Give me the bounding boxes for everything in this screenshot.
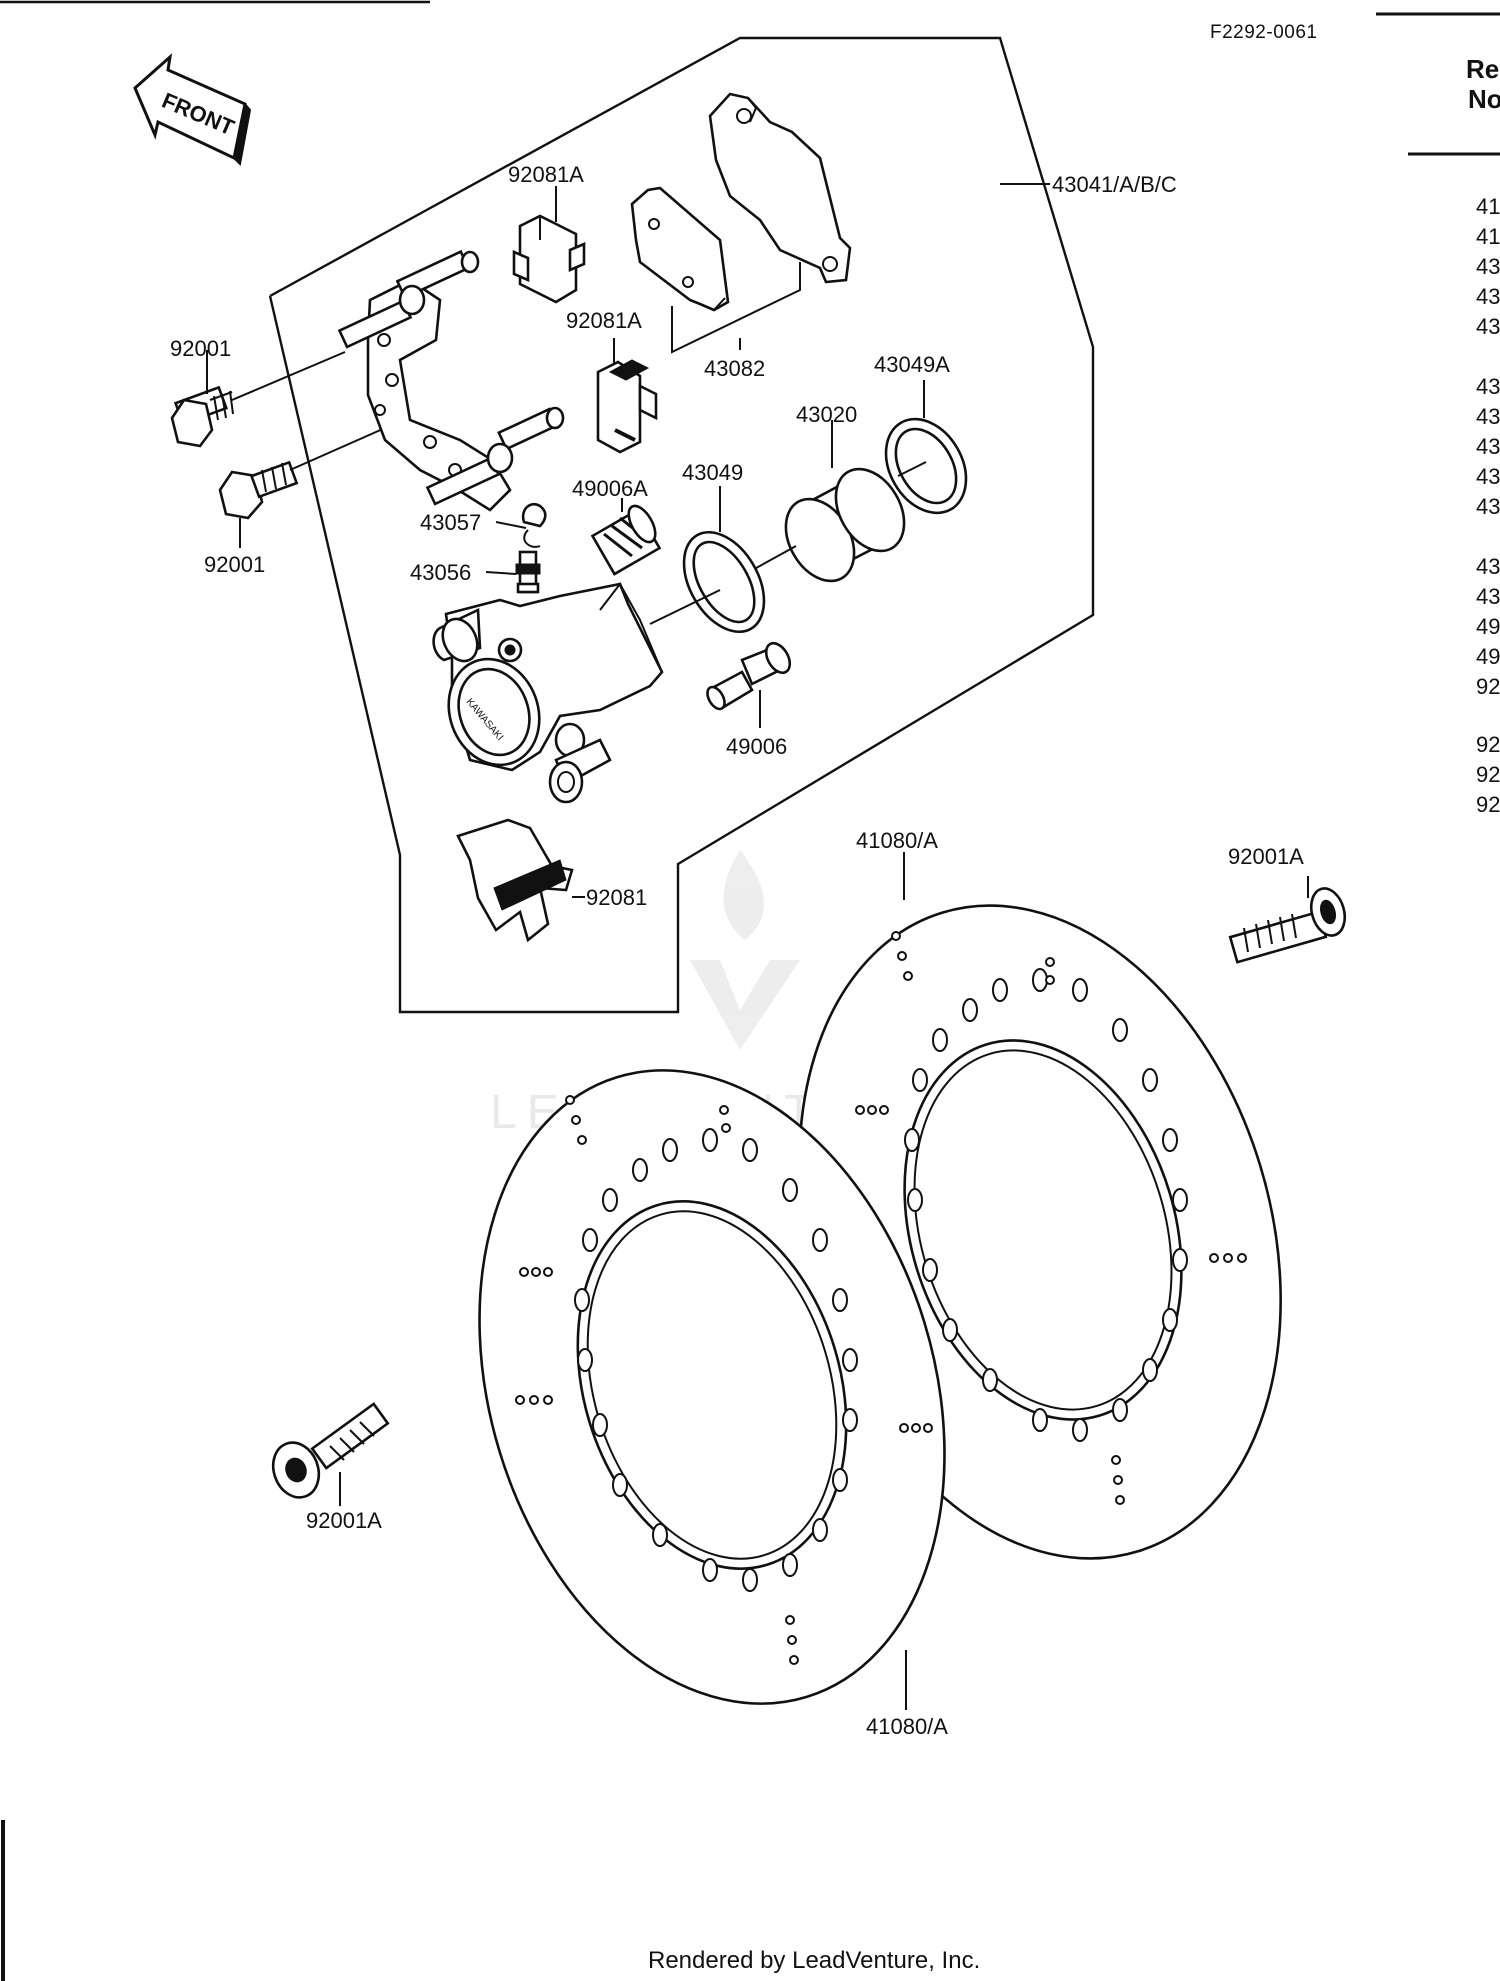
callout-pads[interactable]: 43082	[704, 356, 765, 381]
cap-icon	[521, 502, 547, 548]
side-number: 92	[1476, 762, 1500, 787]
callout-pin[interactable]: 49006	[726, 734, 787, 759]
seal-small-icon	[682, 530, 766, 634]
bolt-upper-icon	[170, 385, 234, 448]
front-arrow-icon: FRONT	[133, 53, 252, 167]
callout-piston[interactable]: 43020	[796, 402, 857, 427]
side-number: 92	[1476, 732, 1500, 757]
side-number: 49	[1476, 614, 1500, 639]
side-panel-heading-1: Re	[1466, 54, 1499, 84]
side-number: 43	[1476, 494, 1500, 519]
pad-spring-lower-icon	[456, 818, 574, 943]
piston-icon	[784, 467, 906, 583]
side-number: 41	[1476, 194, 1500, 219]
callout-pad-spring-mid[interactable]: 92081A	[566, 308, 642, 333]
side-number: 49	[1476, 644, 1500, 669]
footer-credit: Rendered by LeadVenture, Inc.	[648, 1947, 980, 1974]
callout-bolt-left[interactable]: 92001A	[306, 1508, 382, 1533]
bleed-valve-icon	[515, 550, 541, 594]
side-number: 43	[1476, 464, 1500, 489]
callout-cap[interactable]: 43057	[420, 510, 481, 535]
caliper-bracket	[337, 249, 565, 512]
brake-pad-front-icon	[630, 186, 730, 312]
callout-caliper-assembly[interactable]: 43041/A/B/C	[1052, 172, 1177, 197]
caliper-assembly-frame	[268, 36, 1095, 1014]
side-number: 92	[1476, 674, 1500, 699]
callout-disc-lower[interactable]: 41080/A	[866, 1714, 948, 1739]
seal-large-icon	[884, 417, 968, 515]
side-number: 43	[1476, 584, 1500, 609]
caliper-body: KAWASAKI	[432, 582, 664, 804]
callout-seal-small[interactable]: 43049	[682, 460, 743, 485]
pad-spring-upper-icon	[512, 214, 586, 304]
bolt-right-icon	[1228, 887, 1347, 964]
bolt-left-icon	[271, 1402, 390, 1499]
brake-pad-rear-icon	[708, 92, 852, 284]
callout-pad-spring-lower[interactable]: 92081	[586, 885, 647, 910]
boot-icon	[590, 504, 662, 576]
callout-pad-spring-upper[interactable]: 92081A	[508, 162, 584, 187]
reference-code: F2292-0061	[1210, 22, 1317, 43]
side-number: 43	[1476, 284, 1500, 309]
side-number: 43	[1476, 254, 1500, 279]
callout-bleed-valve[interactable]: 43056	[410, 560, 471, 585]
side-number: 43	[1476, 374, 1500, 399]
pin-icon	[706, 641, 792, 711]
callout-disc-upper[interactable]: 41080/A	[856, 828, 938, 853]
side-number: 43	[1476, 314, 1500, 339]
callout-bolt-upper[interactable]: 92001	[170, 336, 231, 361]
side-number: 43	[1476, 404, 1500, 429]
side-number: 43	[1476, 554, 1500, 579]
side-number: 41	[1476, 224, 1500, 249]
side-panel-heading-2: No	[1468, 84, 1500, 114]
callout-boot[interactable]: 49006A	[572, 476, 648, 501]
brake-disc-lower	[478, 1069, 946, 1705]
side-number: 92	[1476, 792, 1500, 817]
side-number: 43	[1476, 434, 1500, 459]
callout-seal-large[interactable]: 43049A	[874, 352, 950, 377]
watermark-logo	[690, 850, 800, 1050]
side-panel-list: 41 41 43 43 43 43 43 43 43 43 43 43 49 4…	[1476, 194, 1500, 817]
callout-bolt-right[interactable]: 92001A	[1228, 844, 1304, 869]
pad-spring-mid-icon	[596, 359, 658, 454]
callout-bolt-lower[interactable]: 92001	[204, 552, 265, 577]
bolt-lower-icon	[218, 460, 299, 520]
